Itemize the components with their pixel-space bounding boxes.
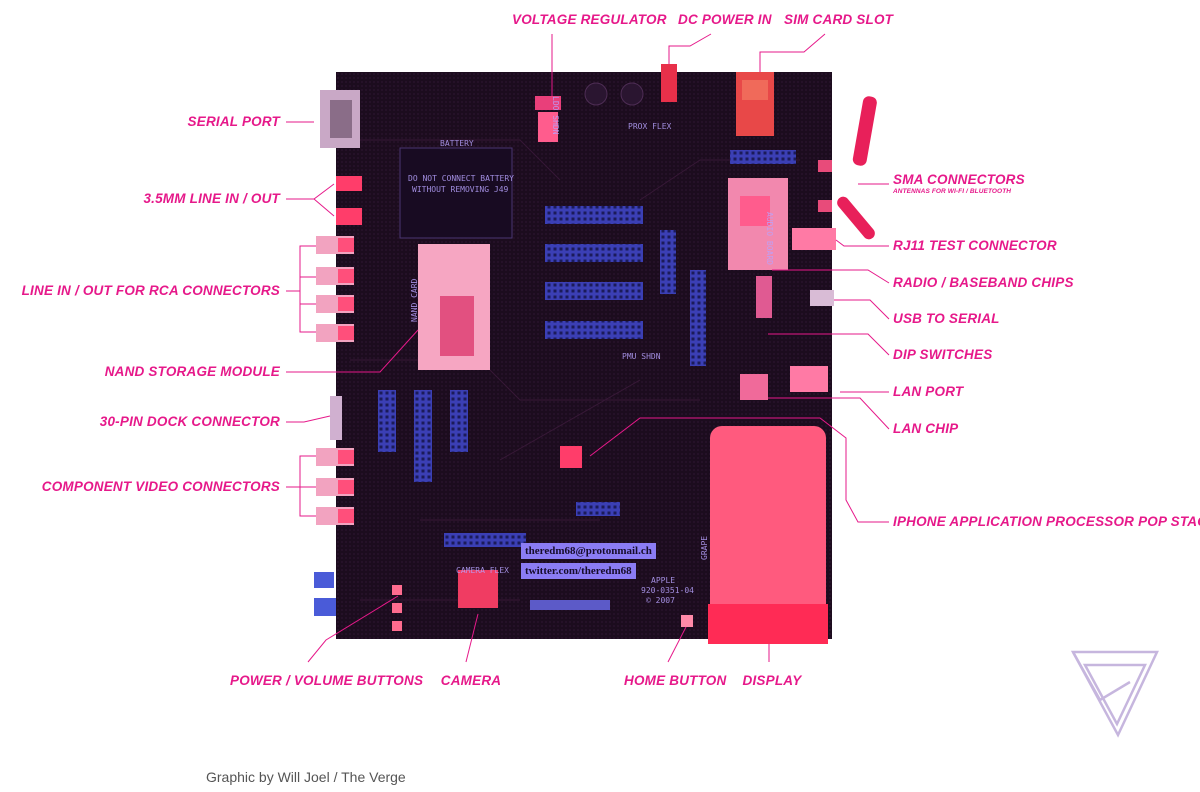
home-button-part [681, 615, 693, 627]
audio-jack-2 [336, 208, 362, 225]
sma-antennas [818, 96, 877, 240]
label-serial-port: SERIAL PORT [187, 114, 280, 129]
label-rj11: RJ11 TEST CONNECTOR [893, 238, 1057, 253]
label-dip: DIP SWITCHES [893, 347, 993, 362]
grape-label: GRAPE [700, 535, 709, 560]
part-number-label: 920-0351-04 [641, 586, 694, 595]
camera-flex-label: CAMERA FLEX [456, 566, 509, 575]
label-voltage-regulator: VOLTAGE REGULATOR [512, 12, 667, 27]
battery-box [399, 147, 513, 239]
label-rca: LINE IN / OUT FOR RCA CONNECTORS [21, 283, 280, 298]
apple-label: APPLE [651, 576, 676, 585]
label-line-in-out: 3.5MM LINE IN / OUT [143, 191, 280, 206]
battery-warning-2: WITHOUT REMOVING J49 [412, 185, 509, 194]
usb-connector [810, 290, 834, 306]
sticker-twitter: twitter.com/theredm68 [521, 563, 636, 579]
label-lan-port: LAN PORT [893, 384, 964, 399]
label-sma-connectors-sub: ANTENNAS FOR WI-FI / BLUETOOTH [893, 188, 1012, 195]
label-display: DISPLAY [742, 673, 802, 688]
audio-jack-1 [336, 176, 362, 191]
ldo-shdn-label: LDO SHDN [551, 96, 560, 135]
pmu-shdn-label: PMU SHDN [622, 352, 661, 361]
credit-text: Graphic by Will Joel / The Verge [206, 769, 406, 785]
label-home-button: HOME BUTTON [624, 673, 727, 688]
lan-chip [740, 374, 768, 400]
verge-logo-icon [1070, 650, 1159, 738]
label-sma-connectors: SMA CONNECTORS ANTENNAS FOR WI-FI / BLUE… [893, 172, 1025, 196]
rca-connectors [316, 236, 354, 342]
dock-connector [330, 396, 342, 440]
dip-switch [756, 276, 772, 318]
prox-flex-label: PROX FLEX [628, 122, 672, 131]
label-sim-card-slot: SIM CARD SLOT [784, 12, 894, 27]
lan-port [790, 366, 828, 392]
label-sma-connectors-title: SMA CONNECTORS [893, 172, 1025, 187]
label-lan-chip: LAN CHIP [893, 421, 959, 436]
app-processor [560, 446, 582, 468]
battery-warning-1: DO NOT CONNECT BATTERY [408, 174, 514, 183]
label-dc-power-in: DC POWER IN [678, 12, 772, 27]
nand-card-label: NAND CARD [410, 278, 419, 322]
label-app-processor: IPHONE APPLICATION PROCESSOR POP STACK [893, 514, 1200, 529]
dc-power-jack [661, 64, 677, 102]
label-nand: NAND STORAGE MODULE [104, 364, 280, 379]
audio-board-label: AUDIO BOARD [765, 212, 774, 265]
label-dock: 30-PIN DOCK CONNECTOR [99, 414, 280, 429]
battery-label: BATTERY [440, 139, 474, 148]
label-component-video: COMPONENT VIDEO CONNECTORS [41, 479, 280, 494]
component-video-connectors [316, 448, 354, 525]
rj11-connector [792, 228, 836, 250]
display-iphone [710, 426, 826, 640]
label-usb-serial: USB TO SERIAL [893, 311, 1000, 326]
power-volume-buttons [392, 585, 402, 631]
year-label: © 2007 [646, 596, 675, 605]
voltage-regulator [535, 96, 561, 110]
pin-headers [378, 150, 796, 610]
label-power-volume: POWER / VOLUME BUTTONS [230, 673, 424, 688]
label-radio: RADIO / BASEBAND CHIPS [893, 275, 1074, 290]
camera-module [458, 570, 498, 608]
sticker-email: theredm68@protonmail.ch [521, 543, 656, 559]
leader-lines [286, 33, 890, 663]
label-camera: CAMERA [440, 673, 502, 688]
